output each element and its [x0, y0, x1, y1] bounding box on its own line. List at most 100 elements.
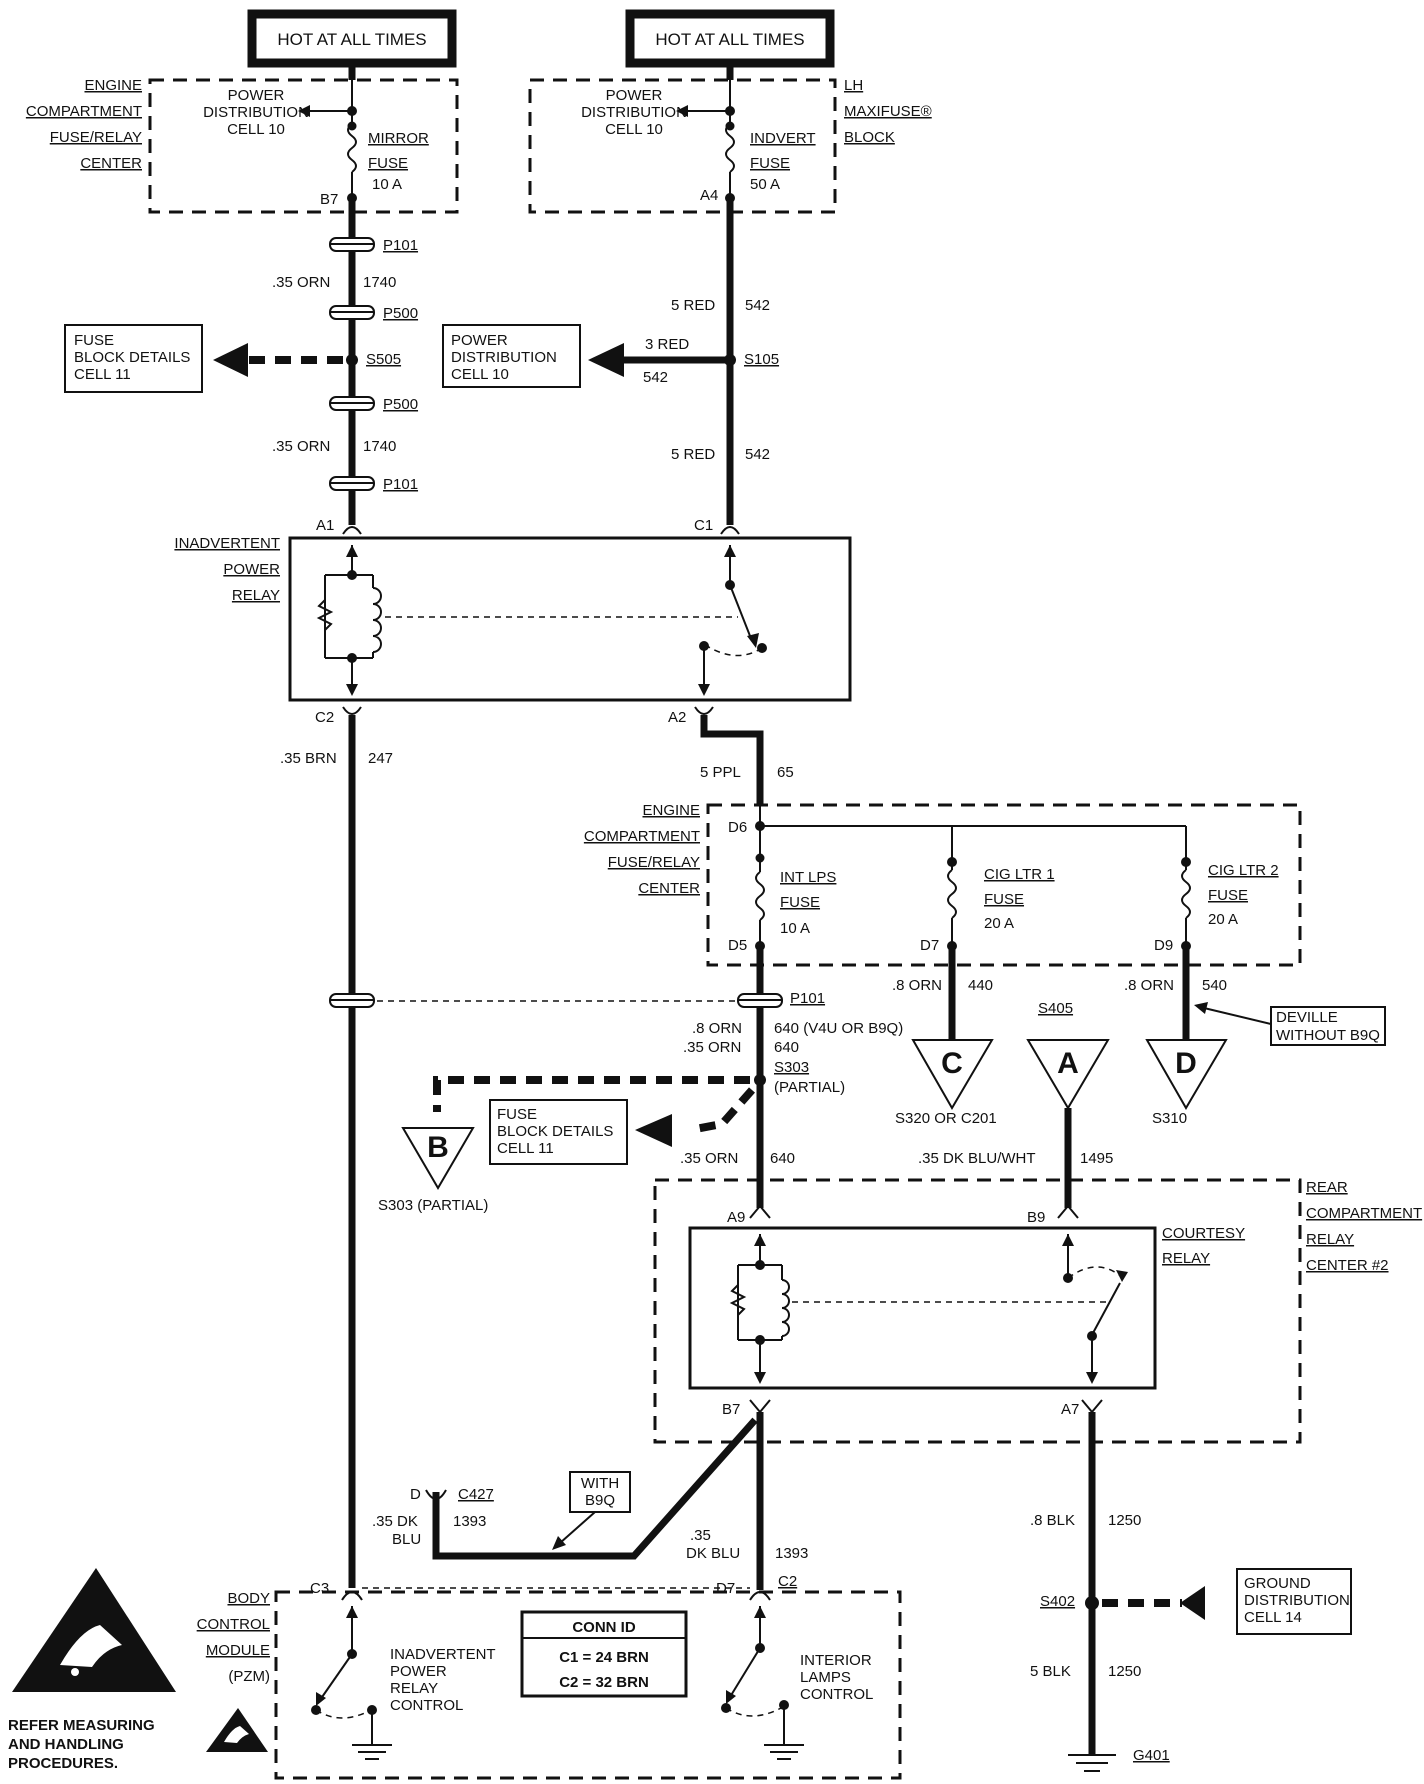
courtesy-relay-coil-icon [729, 1234, 790, 1384]
svg-text:INTERIOR: INTERIOR [800, 1652, 872, 1669]
svg-text:AND HANDLING: AND HANDLING [8, 1736, 124, 1753]
wire-1740-top-circuit: 1740 [363, 274, 396, 291]
svg-text:(PARTIAL): (PARTIAL) [774, 1079, 845, 1096]
s402-arrow-icon [1180, 1586, 1205, 1620]
svg-text:PROCEDURES.: PROCEDURES. [8, 1755, 118, 1772]
wire-542-bottom-gauge: 5 RED [671, 446, 715, 463]
p101-second-connector [329, 476, 375, 491]
svg-text:CIG LTR 1: CIG LTR 1 [984, 866, 1055, 883]
svg-text:CELL 11: CELL 11 [497, 1140, 554, 1157]
svg-text:INADVERTENT: INADVERTENT [390, 1646, 496, 1663]
svg-text:20 A: 20 A [984, 915, 1014, 932]
connector-c-icon [911, 1039, 994, 1110]
wire-1250-bottom-circuit: 1250 [1108, 1663, 1141, 1680]
connector-d-icon [1145, 1039, 1228, 1110]
svg-text:1393: 1393 [453, 1513, 486, 1530]
wire-640-a-circuit: 640 [774, 1039, 799, 1056]
svg-text:DEVILLE: DEVILLE [1276, 1009, 1338, 1026]
svg-text:1393: 1393 [775, 1545, 808, 1562]
wire-1250-top-gauge: .8 BLK [1030, 1512, 1075, 1529]
wire-1495-circuit: 1495 [1080, 1150, 1113, 1167]
wire-1250-top-circuit: 1250 [1108, 1512, 1141, 1529]
cig-ltr1-fuse-label: CIG LTR 1 FUSE 20 A [984, 866, 1055, 932]
svg-text:ENGINE: ENGINE [642, 802, 700, 819]
s303-arrow-icon [635, 1114, 672, 1147]
wire-540-circuit: 540 [1202, 977, 1227, 994]
wire-540-gauge: .8 ORN [1124, 977, 1174, 994]
body-control-module-box [274, 1590, 902, 1780]
hot-at-all-times-left-label: HOT AT ALL TIMES [277, 30, 426, 49]
wire-1740-top-gauge: .35 ORN [272, 274, 330, 291]
p500-bottom-label: P500 [383, 396, 418, 413]
fuse-block-details-right-label: FUSE BLOCK DETAILS CELL 11 [497, 1106, 613, 1157]
s303-partial-label: S303 (PARTIAL) [774, 1059, 845, 1096]
s405-label: S405 [1038, 1000, 1073, 1017]
conn-id-c2: C2 = 32 BRN [559, 1674, 649, 1691]
pin-a7-label: A7 [1061, 1401, 1079, 1418]
svg-text:ENGINE: ENGINE [84, 77, 142, 94]
p500-top-connector [329, 305, 375, 320]
g401-ground-icon [1068, 1754, 1116, 1772]
conn-id-table: CONN ID C1 = 24 BRN C2 = 32 BRN [520, 1610, 688, 1698]
wire-640-a-gauge: .35 ORN [683, 1039, 741, 1056]
svg-text:FUSE/RELAY: FUSE/RELAY [50, 129, 142, 146]
svg-text:WITH: WITH [581, 1475, 619, 1492]
pin-d6-label: D6 [728, 819, 747, 836]
svg-text:COMPARTMENT: COMPARTMENT [1306, 1205, 1422, 1222]
svg-text:10 A: 10 A [780, 920, 810, 937]
connector-b-label: B [427, 1131, 449, 1164]
svg-text:CONTROL: CONTROL [800, 1686, 873, 1703]
svg-text:CELL 11: CELL 11 [74, 366, 131, 383]
wire-440-gauge: .8 ORN [892, 977, 942, 994]
wire-542-branch-circuit: 542 [643, 369, 668, 386]
svg-text:FUSE: FUSE [74, 332, 114, 349]
wire-1740-bottom-circuit: 1740 [363, 438, 396, 455]
mirror-fuse-icon [347, 123, 357, 173]
s105-label: S105 [744, 351, 779, 368]
svg-text:FUSE: FUSE [780, 894, 820, 911]
s505-arrow-icon [213, 343, 248, 377]
wire-640-b-gauge: .35 ORN [680, 1150, 738, 1167]
svg-text:S303: S303 [774, 1059, 809, 1076]
inadvertent-power-relay-label: INADVERTENT POWER RELAY [174, 535, 280, 604]
svg-text:COMPARTMENT: COMPARTMENT [584, 828, 700, 845]
svg-text:CONTROL: CONTROL [390, 1697, 463, 1714]
svg-text:FUSE: FUSE [368, 155, 408, 172]
svg-text:50 A: 50 A [750, 176, 780, 193]
inadvertent-power-relay-control-switch-icon [311, 1606, 392, 1760]
wire-247-circuit: 247 [368, 750, 393, 767]
wire-247-gauge: .35 BRN [280, 750, 337, 767]
indvert-fuse-icon [725, 123, 735, 173]
wire-542-branch-gauge: 3 RED [645, 336, 689, 353]
cig-ltr2-fuse-icon [1181, 869, 1191, 919]
svg-text:INT LPS: INT LPS [780, 869, 836, 886]
wire-542-top-circuit: 542 [745, 297, 770, 314]
s320-or-c201-label: S320 OR C201 [895, 1110, 997, 1127]
fuse-block-details-right-box [489, 1099, 628, 1165]
relay-switch-icon [698, 545, 767, 696]
svg-text:GROUND: GROUND [1244, 1575, 1311, 1592]
wire-65-gauge: 5 PPL [700, 764, 741, 781]
svg-text:D: D [410, 1486, 421, 1503]
pin-c3-label: C3 [310, 1580, 329, 1597]
s105-arrow-icon [588, 343, 624, 377]
svg-text:BLOCK DETAILS: BLOCK DETAILS [497, 1123, 613, 1140]
svg-text:REAR: REAR [1306, 1179, 1348, 1196]
svg-text:.35: .35 [690, 1527, 711, 1544]
connector-d-label: D [1175, 1047, 1197, 1080]
svg-text:POWER: POWER [606, 87, 663, 104]
connector-a-icon [1026, 1039, 1110, 1110]
wire-440-circuit: 440 [968, 977, 993, 994]
wire-1393-left-label: .35 DK BLU 1393 [372, 1513, 486, 1548]
pin-b7-bottom-label: B7 [722, 1401, 740, 1418]
mirror-fuse-label: MIRROR FUSE 10 A [368, 130, 429, 193]
svg-text:RELAY: RELAY [1306, 1231, 1354, 1248]
svg-text:WITHOUT B9Q: WITHOUT B9Q [1276, 1027, 1380, 1044]
svg-text:DK BLU: DK BLU [686, 1545, 740, 1562]
svg-text:CELL 10: CELL 10 [227, 121, 285, 138]
svg-text:COMPARTMENT: COMPARTMENT [26, 103, 142, 120]
svg-text:LH: LH [844, 77, 863, 94]
svg-text:FUSE/RELAY: FUSE/RELAY [608, 854, 700, 871]
esd-warning-label: REFER MEASURING AND HANDLING PROCEDURES. [8, 1717, 155, 1772]
